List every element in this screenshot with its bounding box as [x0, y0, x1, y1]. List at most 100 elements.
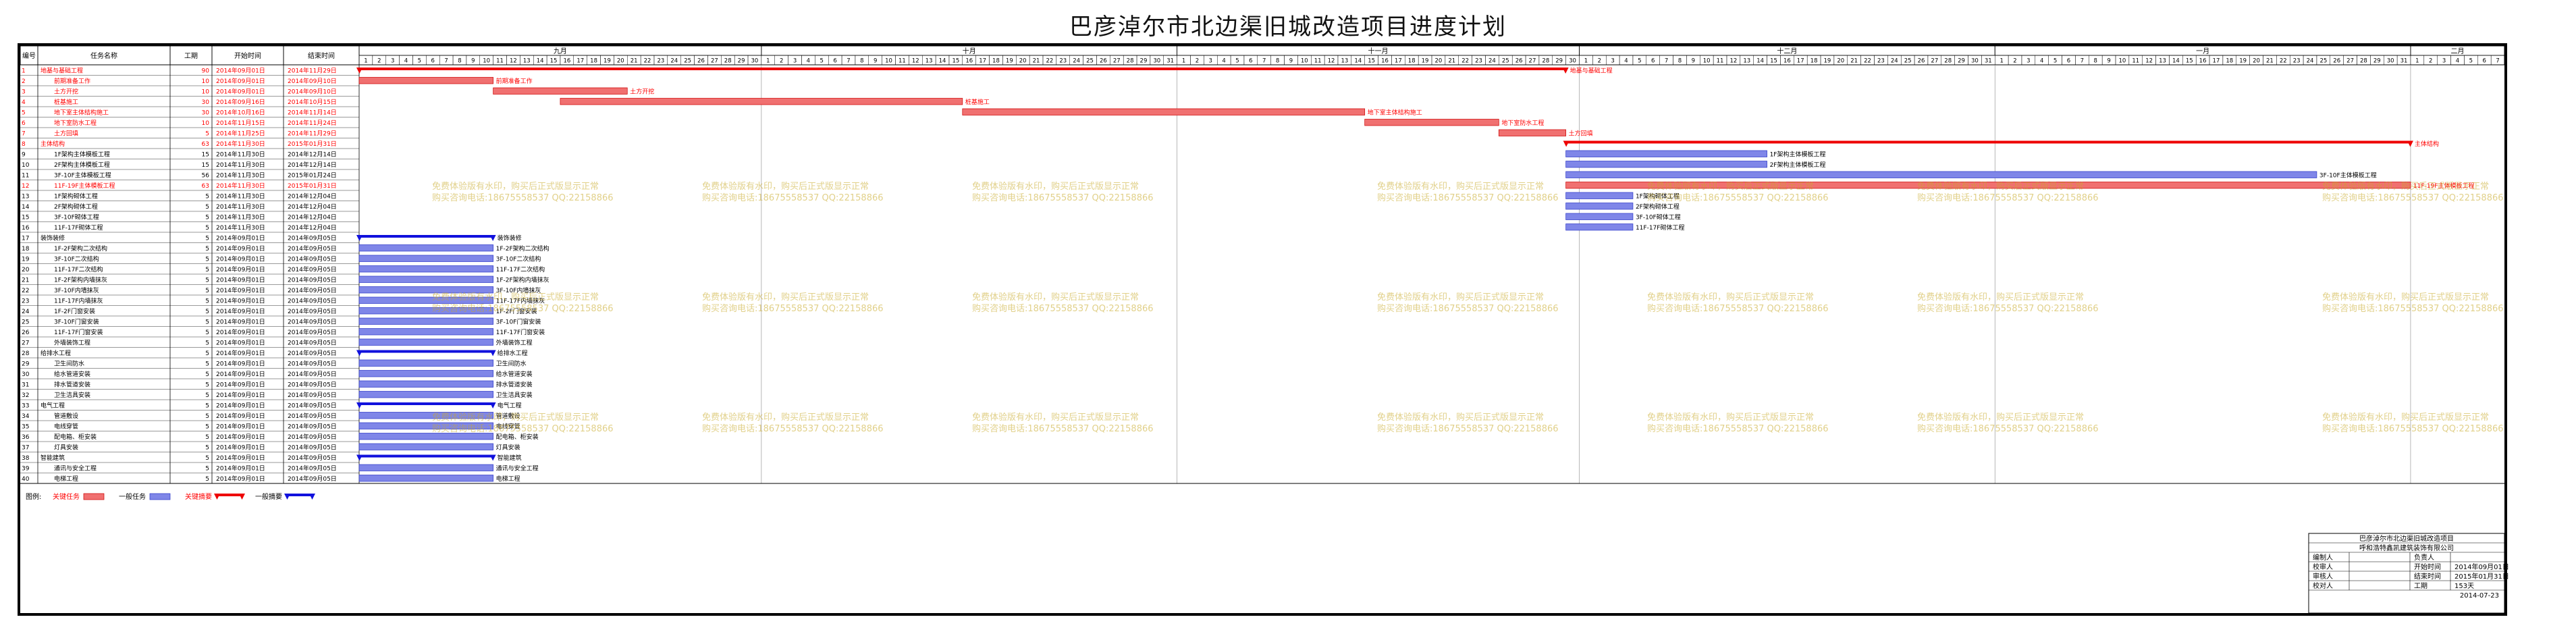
task-name[interactable]: 卫生洁具安装: [54, 391, 90, 399]
task-duration: 90: [202, 68, 210, 74]
task-name[interactable]: 电气工程: [41, 401, 65, 409]
task-name[interactable]: 11F-17F门窗安装: [54, 328, 103, 336]
summary-bar[interactable]: [1565, 140, 2411, 144]
task-end: 2014年09月05日: [288, 464, 337, 472]
task-name[interactable]: 通讯与安全工程: [54, 464, 97, 472]
task-bar[interactable]: [358, 338, 493, 346]
summary-bar[interactable]: [359, 454, 493, 458]
task-name[interactable]: 桩基施工: [54, 98, 78, 106]
task-name[interactable]: 2F架构主体模板工程: [54, 161, 110, 169]
task-bar[interactable]: [358, 464, 493, 471]
task-name[interactable]: 1F-2F门窗安装: [54, 307, 95, 315]
task-name[interactable]: 地基与基础工程: [41, 66, 83, 74]
task-bar[interactable]: [493, 87, 628, 95]
task-bar[interactable]: [358, 296, 493, 304]
summary-bar[interactable]: [359, 235, 493, 238]
task-bar[interactable]: [1565, 213, 1634, 220]
task-bar[interactable]: [358, 255, 493, 262]
task-name[interactable]: 土方回填: [54, 129, 78, 137]
task-bar[interactable]: [560, 98, 963, 105]
day-number: 31: [1985, 58, 1992, 65]
task-id: 2: [22, 78, 26, 85]
legend-swatch: [149, 493, 171, 500]
task-name[interactable]: 1F-2F架构内墙抹灰: [54, 275, 107, 284]
task-bar[interactable]: [358, 307, 493, 315]
task-name[interactable]: 智能建筑: [41, 454, 65, 462]
task-name[interactable]: 11F-19F主体模板工程: [54, 182, 115, 190]
task-name[interactable]: 主体结构: [41, 140, 65, 148]
task-bar[interactable]: [358, 412, 493, 419]
task-bar[interactable]: [358, 422, 493, 429]
task-bar[interactable]: [358, 443, 493, 450]
task-end: 2014年09月05日: [288, 370, 337, 378]
task-bar[interactable]: [1565, 150, 1767, 157]
task-bar[interactable]: [358, 275, 493, 283]
task-end: 2014年09月05日: [288, 255, 337, 263]
task-bar[interactable]: [358, 265, 493, 273]
task-name[interactable]: 给排水工程: [41, 349, 71, 357]
titleblock-company: 呼和浩特鑫凯建筑装饰有限公司: [2359, 544, 2454, 552]
task-duration: 5: [205, 267, 209, 273]
task-bar[interactable]: [1565, 192, 1634, 199]
task-bar[interactable]: [1565, 182, 2411, 189]
task-bar[interactable]: [358, 77, 493, 84]
task-bar[interactable]: [358, 380, 493, 388]
task-name[interactable]: 电线穿管: [54, 422, 78, 430]
task-name[interactable]: 地下室主体结构施工: [54, 108, 109, 116]
task-bar[interactable]: [1565, 223, 1634, 231]
task-start: 2014年09月01日: [216, 286, 265, 294]
task-name[interactable]: 管道敷设: [54, 412, 78, 420]
task-bar[interactable]: [1565, 161, 1767, 168]
task-bar[interactable]: [1364, 119, 1499, 126]
task-id: 32: [22, 392, 29, 399]
task-bar[interactable]: [358, 244, 493, 252]
task-start: 2014年09月01日: [216, 359, 265, 367]
summary-bar[interactable]: [359, 68, 1566, 70]
day-number: 17: [1395, 58, 1402, 65]
task-bar[interactable]: [358, 391, 493, 398]
bar-label: 2F架构主体模板工程: [1770, 161, 1826, 169]
task-name[interactable]: 前期准备工作: [54, 77, 90, 85]
task-name[interactable]: 灯具安装: [54, 443, 78, 451]
task-name[interactable]: 11F-17F砌体工程: [54, 223, 103, 232]
task-bar[interactable]: [358, 317, 493, 325]
task-name[interactable]: 给水管道安装: [54, 370, 90, 378]
task-name[interactable]: 土方开挖: [54, 87, 78, 95]
task-name[interactable]: 装饰装修: [41, 234, 65, 242]
day-number: 5: [2469, 58, 2473, 65]
task-name[interactable]: 11F-17F二次结构: [54, 265, 103, 273]
task-name[interactable]: 2F架构砌体工程: [54, 203, 98, 211]
task-name[interactable]: 排水管道安装: [54, 380, 90, 388]
task-name[interactable]: 地下室防水工程: [54, 119, 97, 127]
task-bar[interactable]: [1498, 129, 1566, 136]
task-bar[interactable]: [358, 359, 493, 367]
task-name[interactable]: 1F架构砌体工程: [54, 192, 98, 200]
task-name[interactable]: 3F-10F砌体工程: [54, 213, 99, 221]
summary-end-cap: [489, 350, 496, 356]
task-bar[interactable]: [358, 286, 493, 294]
task-bar[interactable]: [358, 370, 493, 377]
task-bar[interactable]: [358, 328, 493, 336]
task-name[interactable]: 3F-10F二次结构: [54, 255, 99, 263]
task-name[interactable]: 3F-10F门窗安装: [54, 317, 99, 325]
task-bar[interactable]: [358, 433, 493, 440]
task-name[interactable]: 外墙装饰工程: [54, 338, 90, 346]
task-name[interactable]: 电梯工程: [54, 475, 78, 483]
task-name[interactable]: 1F-2F架构二次结构: [54, 244, 107, 253]
task-bar[interactable]: [962, 108, 1366, 115]
task-bar[interactable]: [1565, 171, 2317, 178]
task-bar[interactable]: [358, 475, 493, 482]
day-number: 18: [2226, 58, 2233, 65]
task-name[interactable]: 11F-17F内墙抹灰: [54, 296, 103, 305]
day-number: 9: [2107, 58, 2110, 65]
summary-bar[interactable]: [359, 350, 493, 353]
task-name[interactable]: 3F-10F主体模板工程: [54, 171, 111, 179]
task-name[interactable]: 配电箱、柜安装: [54, 433, 97, 441]
task-duration: 63: [202, 141, 209, 148]
task-bar[interactable]: [1565, 203, 1634, 210]
day-number: 7: [847, 58, 850, 65]
task-name[interactable]: 3F-10F内墙抹灰: [54, 286, 99, 294]
summary-bar[interactable]: [359, 402, 493, 405]
task-name[interactable]: 卫生间防水: [54, 359, 84, 367]
task-name[interactable]: 1F架构主体模板工程: [54, 150, 110, 158]
